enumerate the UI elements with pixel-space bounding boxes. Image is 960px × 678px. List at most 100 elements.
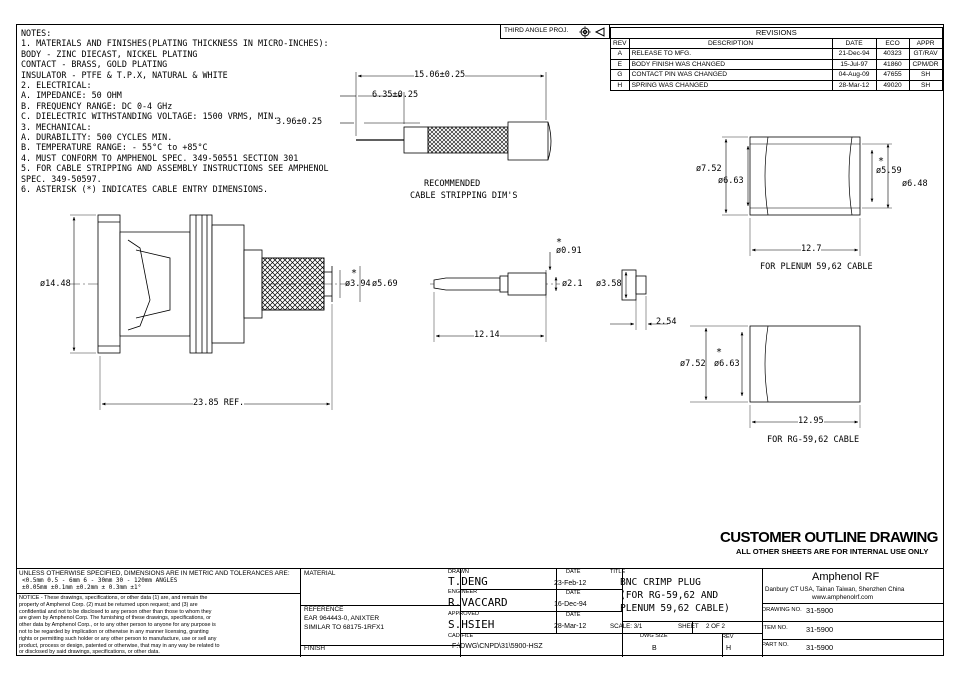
drawn-name: T.DENG xyxy=(448,575,488,588)
dim-rg-len: 12.95 xyxy=(798,416,824,426)
cad-label: CAD FILE xyxy=(448,633,474,639)
contact-pin-view xyxy=(430,252,560,342)
banner-subtitle: ALL OTHER SHEETS ARE FOR INTERNAL USE ON… xyxy=(736,547,929,556)
dim-strip-pin: 3.96±0.25 xyxy=(276,117,323,127)
reference-label: REFERENCE xyxy=(304,606,344,613)
dim-plenum-id: ø6.63 xyxy=(718,176,744,186)
dim-plenum-od: ø7.52 xyxy=(696,164,722,174)
drawn-date: 23-Feb-12 xyxy=(554,580,587,587)
company-address: Danbury CT USA, Tainan Taiwan, Shenzhen … xyxy=(765,586,905,593)
dwg-size: B xyxy=(652,645,657,652)
note-line: 2. ELECTRICAL: xyxy=(21,80,92,91)
dim-crimp-outer: ø5.69 xyxy=(372,279,398,289)
drawn-label: DRAWN xyxy=(448,569,469,575)
part-no-label: PART NO. xyxy=(762,642,789,648)
engineer-label: ENGINEER xyxy=(448,589,478,595)
sheet-value: 2 OF 2 xyxy=(706,623,725,630)
projection-label: THIRD ANGLE PROJ. xyxy=(504,27,569,34)
engineer-date: 16-Dec-94 xyxy=(554,601,587,608)
dim-pin-tip: ø0.91 xyxy=(556,246,582,256)
notice-line: rights or permitting such holder or any … xyxy=(19,635,217,642)
notice-line: confidential and not to be disclosed to … xyxy=(19,608,212,615)
dim-crimp-inner: ø3.94 xyxy=(345,279,371,289)
notes-block: NOTES: 1. MATERIALS AND FINISHES(PLATING… xyxy=(21,28,329,195)
dim-pin-dia: ø2.1 xyxy=(562,279,583,289)
dim-rg-id: ø6.63 xyxy=(714,359,740,369)
rg-ferrule-view xyxy=(690,325,861,428)
sheet-label: SHEET xyxy=(678,623,699,630)
dim-insul-len: 2.54 xyxy=(656,317,677,327)
notice-line: not to be regarded by implication or oth… xyxy=(19,628,209,635)
company-name: Amphenol RF xyxy=(812,571,880,583)
part-no: 31-5900 xyxy=(806,643,834,652)
projection-symbol-icon xyxy=(579,26,605,38)
notice-line: or disclosed by said drawings, specifica… xyxy=(19,649,160,656)
technical-drawing xyxy=(70,72,892,428)
dim-plenum-cable-b: ø6.48 xyxy=(902,179,928,189)
note-line: B. TEMPERATURE RANGE: - 55°C to +85°C xyxy=(21,142,208,153)
scale-label: SCALE: 3/1 xyxy=(610,623,643,630)
finish-label: FINISH xyxy=(304,645,325,652)
tolerance-line-2: <0.5mm 0.5 - 6mm 6 - 30mm 30 - 120mm ANG… xyxy=(22,577,178,584)
rev-label: REV xyxy=(722,634,734,640)
strip-caption-2: CABLE STRIPPING DIM'S xyxy=(410,191,518,201)
note-line: CONTACT - BRASS, GOLD PLATING xyxy=(21,59,168,70)
dim-strip-overall: 15.06±0.25 xyxy=(414,70,466,80)
connector-side-view xyxy=(70,214,361,410)
strip-caption-1: RECOMMENDED xyxy=(424,179,481,189)
approved-label: APPROVED xyxy=(448,611,480,617)
title-line-2: (FOR RG-59,62 AND xyxy=(620,590,719,601)
dim-pin-len: 12.14 xyxy=(474,330,500,340)
asterisk-mark: * xyxy=(351,268,358,279)
notice-line: are given by Amphenol Corp. The furnishi… xyxy=(19,615,211,622)
notice-line: product, process or design, patented or … xyxy=(19,642,220,649)
asterisk-mark: * xyxy=(556,237,563,248)
banner-title: CUSTOMER OUTLINE DRAWING xyxy=(720,529,938,546)
dim-body-dia: ø14.48 xyxy=(40,279,71,289)
notice-line: NOTICE - These drawings, specifications,… xyxy=(19,595,208,601)
drawing-no: 31-5900 xyxy=(806,606,834,615)
date-label: DATE xyxy=(566,569,581,575)
reference-line-2: SIMILAR TO 68175-1RFX1 xyxy=(304,624,385,631)
dim-plenum-cable-a: ø5.59 xyxy=(876,166,902,176)
dim-insul-dia: ø3.58 xyxy=(596,279,622,289)
notice-text: NOTICE - These drawings, specifications,… xyxy=(19,595,219,656)
dwg-size-label: DWG SIZE xyxy=(640,633,668,639)
asterisk-mark: * xyxy=(716,347,723,358)
title-label: TITLE xyxy=(610,569,626,575)
title-block xyxy=(16,568,944,657)
notice-line: other data by Amphenol Corp., or to any … xyxy=(19,622,216,629)
table-row: H SPRING WAS CHANGED 28-Mar-12 49020 SH xyxy=(610,79,943,91)
plenum-caption: FOR PLENUM 59,62 CABLE xyxy=(760,262,873,272)
plenum-ferrule-view xyxy=(722,136,892,256)
dim-strip-mid: 6.35±0.25 xyxy=(372,90,419,100)
revisions-table: REVISIONS REV DESCRIPTION DATE ECO APPR … xyxy=(610,27,943,91)
engineer-name: R.VACCARD xyxy=(448,596,508,609)
insulator-view xyxy=(610,269,668,330)
note-line: 1. MATERIALS AND FINISHES(PLATING THICKN… xyxy=(21,38,329,49)
note-line: BODY - ZINC DIECAST, NICKEL PLATING xyxy=(21,48,198,59)
approved-date: 28-Mar-12 xyxy=(554,623,587,630)
note-line: 4. MUST CONFORM TO AMPHENOL SPEC. 349-50… xyxy=(21,152,299,163)
note-line: 5. FOR CABLE STRIPPING AND ASSEMBLY INST… xyxy=(21,163,329,174)
sheet-border xyxy=(16,24,944,656)
note-line: A. DURABILITY: 500 CYCLES MIN. xyxy=(21,132,173,143)
cad-file: F:\DWG\CNPD\31\5900-HSZ xyxy=(452,643,543,650)
note-line: C. DIELECTRIC WITHSTANDING VOLTAGE: 1500… xyxy=(21,111,279,122)
note-line: B. FREQUENCY RANGE: DC 0-4 GHz xyxy=(21,100,173,111)
tolerance-line-1: UNLESS OTHERWISE SPECIFIED, DIMENSIONS A… xyxy=(19,570,290,577)
note-line: A. IMPEDANCE: 50 OHM xyxy=(21,90,122,101)
asterisk-mark: * xyxy=(878,156,885,167)
rev-value: H xyxy=(726,645,732,652)
item-no-label: ITEM NO. xyxy=(762,625,788,631)
item-no: 31-5900 xyxy=(806,625,834,634)
cable-strip-view xyxy=(340,72,552,161)
dim-plenum-len: 12.7 xyxy=(801,244,822,254)
material-label: MATERIAL xyxy=(304,570,336,577)
tolerance-line-3: ±0.05mm ±0.1mm ±0.2mm ± 0.3mm ±1° xyxy=(22,584,142,591)
projection-box xyxy=(500,24,610,39)
dim-rg-od: ø7.52 xyxy=(680,359,706,369)
notice-line: property of Amphenol Corp. (2) must be r… xyxy=(19,601,198,608)
note-line: 6. ASTERISK (*) INDICATES CABLE ENTRY DI… xyxy=(21,184,269,195)
